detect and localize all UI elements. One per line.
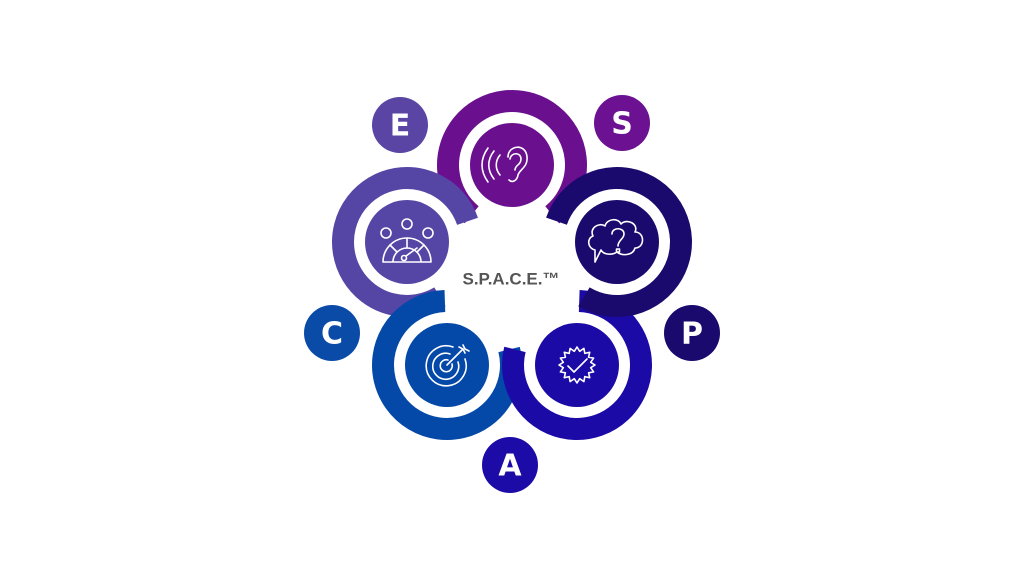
letter-a: A: [498, 449, 522, 484]
letter-badge-p: P: [664, 305, 720, 361]
letter-badge-s: S: [594, 95, 650, 151]
segment-p-ring: [542, 166, 692, 317]
letter-p: P: [681, 317, 703, 352]
segment-a-circle: [535, 323, 619, 407]
verified-check-badge-icon: [558, 346, 596, 384]
segment-p-circle: [575, 200, 659, 284]
target-arrow-icon: [425, 344, 470, 387]
thought-bubble-question-icon: [587, 218, 644, 263]
segment-s-circle: [470, 123, 554, 207]
letter-s: S: [611, 107, 633, 142]
ear-listening-icon: [481, 146, 528, 183]
satisfaction-gauge-icon: [380, 218, 434, 263]
letter-badge-c: C: [304, 305, 360, 361]
segment-a-ring: [502, 290, 652, 440]
letter-badge-a: A: [482, 437, 538, 493]
letter-badge-e: E: [372, 97, 428, 153]
letter-e: E: [390, 109, 411, 144]
diagram-title: S.P.A.C.E.™: [463, 270, 560, 289]
letter-c: C: [321, 317, 343, 352]
